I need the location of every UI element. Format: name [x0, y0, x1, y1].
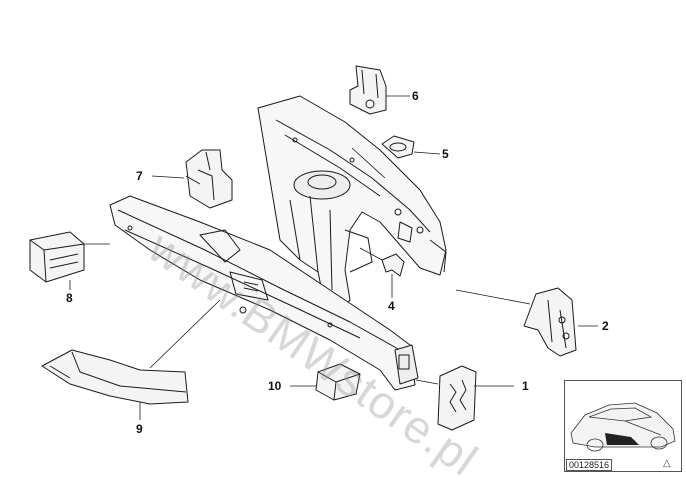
callout-10: 10: [268, 379, 282, 393]
part-7-bracket: [185, 149, 233, 209]
warning-triangle-icon: △: [663, 458, 671, 469]
part-8-box-bracket: [29, 231, 85, 283]
leader-lines: [69, 95, 598, 420]
callout-labels: 1 2 4 5 6 7 8 9 10: [66, 89, 609, 436]
part-1-plate: [437, 365, 477, 431]
part-4-clip: [381, 253, 405, 277]
callout-1: 1: [522, 379, 529, 393]
front-structure-assembly: [257, 95, 447, 313]
part-6-bracket: [349, 65, 387, 115]
part-10-pad: [315, 363, 361, 401]
callout-7: 7: [136, 169, 143, 183]
side-member-rail: [109, 195, 419, 391]
vehicle-thumbnail: [564, 380, 682, 472]
callout-4: 4: [388, 299, 395, 313]
part-5-plate: [381, 135, 415, 159]
callout-8: 8: [66, 291, 73, 305]
callout-2: 2: [602, 319, 609, 333]
part-9-reinforcement: [41, 349, 189, 405]
callout-6: 6: [412, 89, 419, 103]
callout-5: 5: [442, 147, 449, 161]
callout-9: 9: [136, 422, 143, 436]
part-2-mount-bracket: [523, 287, 577, 357]
car-silhouette-icon: [570, 402, 676, 452]
reference-code: 00128516: [566, 459, 613, 471]
